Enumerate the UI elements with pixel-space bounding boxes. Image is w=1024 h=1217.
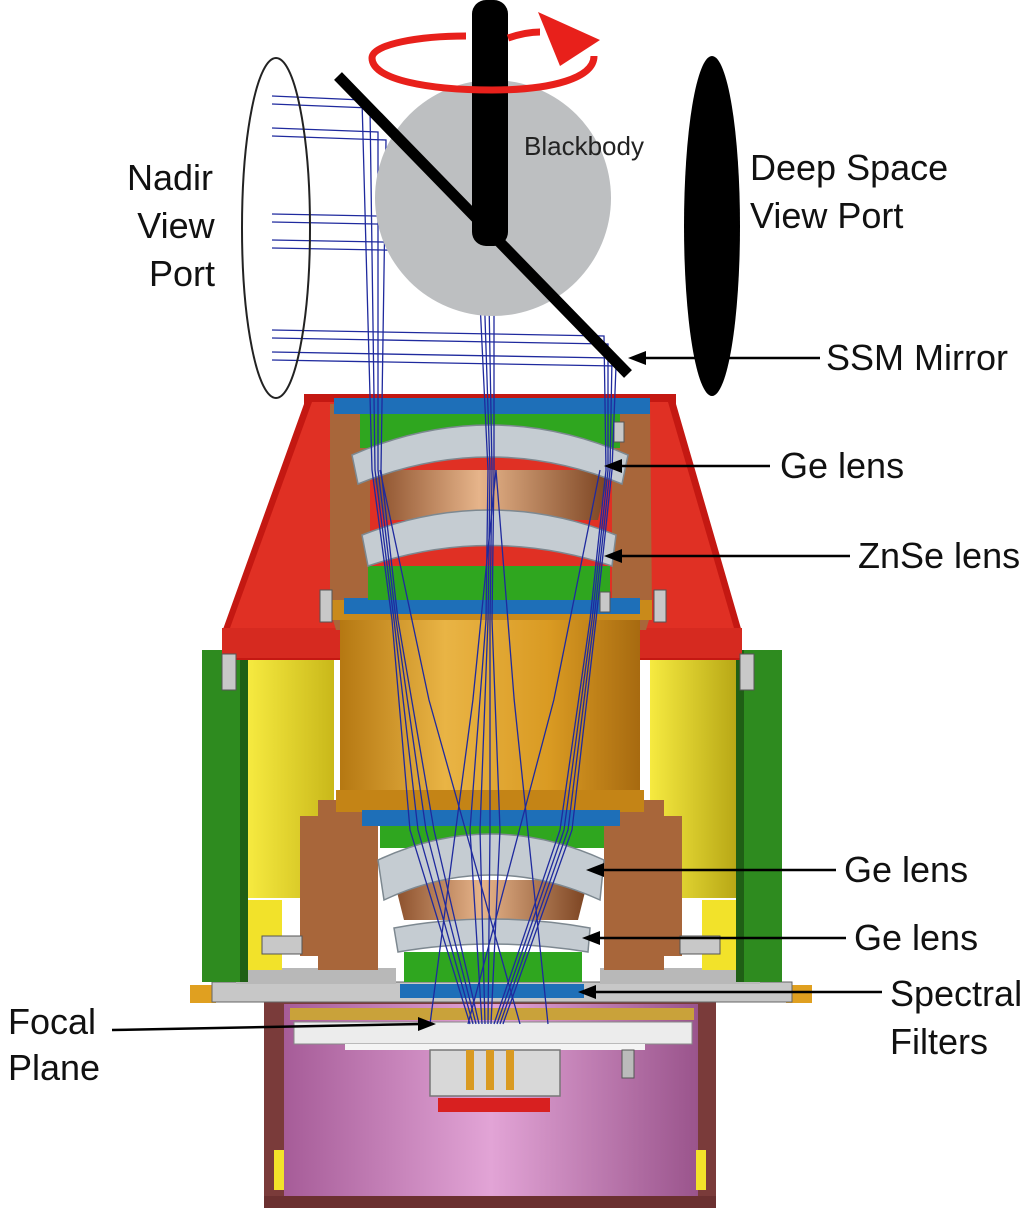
focal-plane-pointer-head xyxy=(418,1017,436,1031)
base-flange xyxy=(190,968,812,1003)
ssm-mirror xyxy=(334,72,632,378)
blackbody-shaft xyxy=(472,0,508,246)
ge-lens-3-label: Ge lens xyxy=(854,917,978,958)
outer-housing-walls xyxy=(202,650,782,982)
ray-8 xyxy=(271,329,607,1025)
ssm-mirror-label: SSM Mirror xyxy=(826,337,1008,378)
ray-11 xyxy=(271,359,617,1025)
ray-cross-1 xyxy=(467,469,601,1025)
focal-plane-label-line1: Focal xyxy=(8,1001,96,1042)
ge-lens-2-shape xyxy=(377,833,605,902)
znse-lens-pointer-head xyxy=(604,549,622,563)
deep-space-view-port-label-line2: View Port xyxy=(750,195,903,236)
nadir-view-port-outline xyxy=(241,57,311,399)
nadir-view-port-label-line3: Port xyxy=(149,253,215,294)
focal-plane-pointer xyxy=(111,1022,423,1032)
ssm-mirror-pointer-head xyxy=(628,351,646,365)
ge-lens-1-label: Ge lens xyxy=(780,445,904,486)
spectral-filters-label-line1: Spectral xyxy=(890,973,1022,1014)
ray-1 xyxy=(271,103,474,1025)
ge-lens-2-pointer-head xyxy=(586,863,604,877)
deep-space-view-port-label-line1: Deep Space xyxy=(750,147,948,188)
ray-cross-2 xyxy=(429,469,497,1025)
blackbody-label: Blackbody xyxy=(524,131,644,161)
focal-plane-label-line2: Plane xyxy=(8,1047,100,1088)
dewar-assembly xyxy=(264,996,716,1208)
spectral-filters-pointer-head xyxy=(578,985,596,999)
ray-0 xyxy=(271,95,471,1025)
nadir-view-port-label-line2: View xyxy=(137,205,215,246)
ge-lens-1-pointer-head xyxy=(604,459,622,473)
znse-lens-label: ZnSe lens xyxy=(858,535,1020,576)
ray-10 xyxy=(271,351,613,1025)
optical-ray-bundle xyxy=(271,95,617,1025)
label-pointers xyxy=(111,351,882,1032)
ge-lens-2-label: Ge lens xyxy=(844,849,968,890)
rotation-arrow-icon xyxy=(368,12,600,94)
deep-space-view-port-shape xyxy=(684,56,740,396)
ray-cross-3 xyxy=(495,469,549,1025)
fasteners xyxy=(221,421,755,955)
ray-3 xyxy=(271,135,480,1025)
spectral-filters-label-line2: Filters xyxy=(890,1021,988,1062)
ray-cross-0 xyxy=(379,469,521,1025)
ray-2 xyxy=(271,127,477,1025)
ge-lens-3-pointer-head xyxy=(582,931,600,945)
nadir-view-port-label-line1: Nadir xyxy=(127,157,213,198)
ray-9 xyxy=(271,337,609,1025)
